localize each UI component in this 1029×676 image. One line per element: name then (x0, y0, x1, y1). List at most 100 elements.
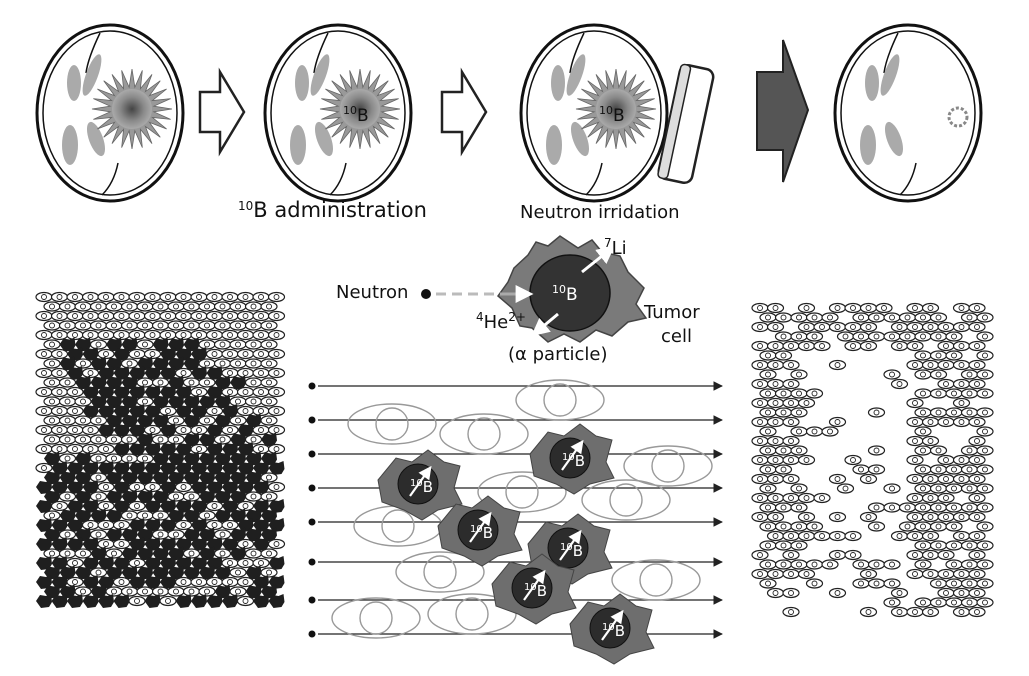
small-normal-cell (898, 312, 917, 323)
small-normal-cell (35, 310, 53, 322)
small-tumor-cell (144, 594, 161, 608)
small-normal-cell (960, 369, 979, 380)
small-normal-cell (167, 301, 185, 312)
small-normal-cell (50, 424, 69, 436)
small-normal-cell (267, 424, 286, 436)
small-normal-cell (50, 310, 69, 322)
small-normal-cell (898, 331, 917, 342)
small-normal-cell (883, 369, 901, 380)
small-normal-cell (914, 483, 932, 494)
small-tumor-cell (237, 480, 254, 494)
small-normal-cell (906, 530, 924, 542)
small-tumor-cell (214, 508, 231, 523)
small-normal-cell (929, 331, 948, 342)
small-normal-cell (805, 312, 824, 323)
small-tumor-cell (168, 508, 184, 523)
small-normal-cell (751, 454, 769, 466)
small-normal-cell (221, 367, 239, 379)
small-normal-cell (229, 415, 247, 426)
small-normal-cell (89, 339, 108, 350)
small-tumor-cell (168, 375, 184, 390)
small-normal-cell (190, 424, 208, 436)
small-normal-cell (782, 454, 800, 466)
small-normal-cell (883, 578, 901, 589)
small-normal-cell (929, 578, 948, 589)
small-normal-cell (968, 340, 986, 352)
small-normal-cell (120, 434, 139, 445)
small-normal-cell (929, 483, 948, 494)
small-normal-cell (97, 443, 115, 455)
small-normal-cell (759, 464, 777, 475)
small-normal-cell (766, 454, 785, 466)
small-normal-cell (759, 445, 777, 456)
small-tumor-cell (206, 423, 223, 437)
small-normal-cell (50, 348, 69, 360)
small-normal-cell (805, 388, 824, 399)
small-tumor-cell (75, 337, 91, 352)
small-normal-cell (906, 606, 924, 618)
small-tumor-cell (261, 451, 277, 466)
small-normal-cell (120, 510, 139, 521)
small-normal-cell (221, 329, 239, 341)
small-normal-cell (260, 548, 278, 559)
step-label-irradiation: Neutron irridation (520, 202, 680, 223)
small-normal-cell (159, 405, 177, 417)
small-normal-cell (136, 586, 154, 597)
small-normal-cell (844, 530, 862, 542)
small-tumor-cell (261, 432, 277, 447)
small-normal-cell (782, 397, 800, 409)
small-normal-cell (66, 443, 84, 455)
small-normal-cell (260, 339, 278, 350)
small-tumor-cell (230, 527, 246, 542)
neutron-dot-icon (421, 289, 431, 299)
small-normal-cell (906, 492, 924, 504)
small-tumor-cell (59, 337, 76, 352)
small-normal-cell (244, 377, 263, 388)
small-normal-cell (43, 415, 61, 426)
lithium-label: 7Li (604, 236, 627, 259)
small-normal-cell (867, 445, 886, 456)
small-normal-cell (751, 492, 769, 504)
small-tumor-cell (152, 394, 169, 409)
small-normal-cell (167, 320, 185, 331)
small-normal-cell (167, 491, 185, 502)
small-normal-cell (774, 331, 793, 342)
small-tumor-cell (75, 508, 91, 523)
small-normal-cell (198, 301, 216, 312)
small-normal-cell (229, 339, 247, 350)
small-tumor-cell (121, 546, 138, 561)
small-tumor-cell (183, 356, 200, 371)
small-normal-cell (267, 538, 286, 550)
small-normal-cell (790, 559, 808, 570)
small-normal-cell (221, 310, 239, 322)
small-normal-cell (890, 587, 909, 599)
small-normal-cell (937, 454, 955, 466)
small-normal-cell (229, 358, 247, 369)
svg-text:10B: 10B (470, 524, 493, 542)
small-normal-cell (774, 407, 793, 418)
small-normal-cell (797, 454, 816, 466)
small-normal-cell (921, 568, 940, 580)
cell-field-before (35, 291, 286, 608)
small-tumor-cell (230, 451, 246, 466)
small-tumor-cell (160, 423, 176, 437)
small-normal-cell (828, 511, 847, 523)
reaction-inset: 10B (421, 235, 648, 343)
small-normal-cell (50, 367, 69, 379)
small-normal-cell (89, 491, 108, 502)
small-tumor-cell (168, 546, 184, 561)
small-normal-cell (74, 396, 92, 407)
small-normal-cell (782, 549, 800, 561)
arrow-icon (440, 67, 488, 157)
small-normal-cell (759, 483, 777, 494)
small-normal-cell (960, 502, 979, 513)
small-normal-cell (159, 310, 177, 322)
small-normal-cell (976, 464, 994, 475)
arrow-icon (756, 39, 810, 183)
small-normal-cell (143, 329, 162, 341)
small-normal-cell (960, 407, 979, 418)
small-normal-cell (921, 606, 940, 618)
small-normal-cell (105, 548, 123, 559)
small-tumor-cell (90, 394, 107, 409)
small-tumor-cell (214, 394, 231, 409)
